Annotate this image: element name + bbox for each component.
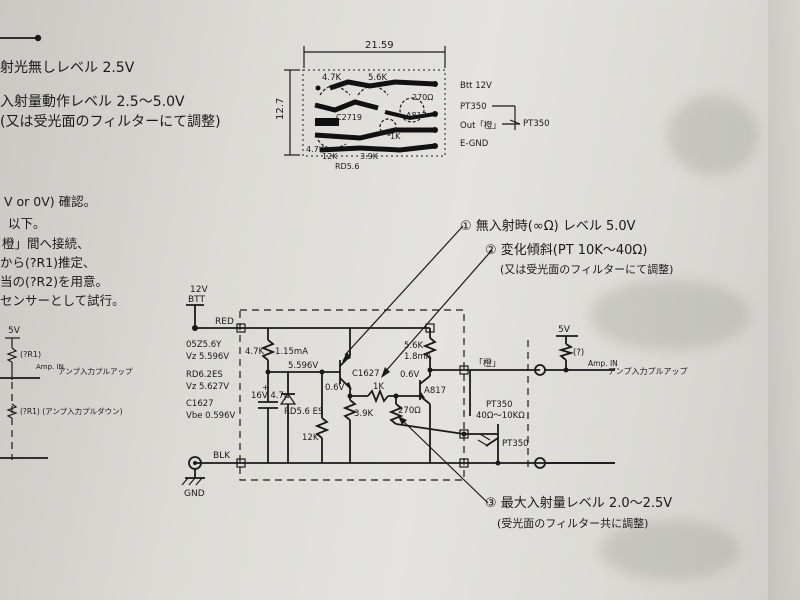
pt350-range: 40Ω～10KΩ: [476, 411, 525, 421]
pcb-height-label: 12.7: [275, 98, 286, 120]
page-edge-shadow: [768, 0, 800, 600]
smudge-mark: [590, 280, 750, 350]
pcb-part-270: 270Ω: [412, 93, 433, 102]
pcb-pin-egnd: E-GND: [460, 139, 489, 149]
pcb-part-5.6k: 5.6K: [368, 73, 388, 83]
left-r1-down: (?R1) (アンプ入力プルダウン): [20, 406, 123, 416]
pcb-width-label: 21.59: [365, 40, 394, 51]
pt350-label: PT350: [486, 400, 513, 410]
pt350-symbol-label: PT350: [502, 439, 529, 449]
annotation-2-sub: (又は受光面のフィルターにて調整): [500, 262, 673, 276]
annotation-2: ② 変化傾斜(PT 10K～40Ω): [485, 242, 647, 258]
v-5.596: 5.596V: [288, 361, 318, 371]
spec-rd62: RD6.2ES: [186, 370, 223, 380]
r-3.9k-label: 3.9K: [354, 409, 374, 419]
btt-12v: 12V: [190, 285, 208, 295]
r-5.6k-label: 5.6K: [404, 341, 424, 351]
v-0.6b: 0.6V: [400, 370, 420, 380]
r-270-label: 270Ω: [398, 406, 421, 416]
spec-vz1: Vz 5.596V: [186, 352, 229, 362]
zener-label: RD5.6 ES: [284, 407, 323, 417]
r-4.7k-label: 4.7K: [245, 347, 265, 357]
btt-label: BTT: [188, 295, 206, 305]
orange-wire-label: 「橙」: [474, 357, 501, 369]
annotation-3: ③ 最大入射量レベル 2.0～2.5V: [485, 495, 672, 511]
pcb-part-1k: 1K: [390, 132, 401, 141]
red-wire-label: RED: [215, 317, 234, 327]
note-line-7: から(?R1)推定、: [0, 255, 96, 270]
note-line-6: 橙」間へ接続、: [2, 236, 90, 251]
pcb-part-3.9k: 3.9K: [360, 152, 379, 161]
pcb-pin-btt: Btt 12V: [460, 81, 492, 91]
left-r1-label: (?R1): [20, 350, 41, 359]
note-line-5: 以下。: [8, 216, 46, 231]
r-12k-label: 12K: [302, 433, 319, 443]
note-line-9: センサーとして試行。: [0, 293, 125, 308]
cap-plus: +: [262, 383, 269, 392]
pcb-part-4.7k: 4.7K: [322, 73, 342, 83]
blk-wire-label: BLK: [213, 451, 231, 461]
pcb-part-rd5.6: RD5.6: [335, 162, 359, 171]
v-0.6a: 0.6V: [325, 383, 345, 393]
pcb-sensor: PT350: [523, 119, 550, 129]
pcb-pin-out: Out「橙」: [460, 120, 501, 131]
right-amp-in: Amp. IN: [588, 359, 618, 368]
spec-vbe: Vbe 0.596V: [186, 411, 235, 421]
pcb-part-c2719: C2719: [336, 113, 362, 122]
spec-vz2: Vz 5.627V: [186, 382, 229, 392]
spec-05z: 05Z5.6Y: [186, 340, 222, 350]
gnd-label: GND: [184, 489, 205, 499]
note-line-8: 当の(?R2)を用意。: [0, 274, 108, 289]
left-amp-pullup: アンプ入力プルアップ: [58, 366, 133, 376]
note-line-3: (又は受光面のフィルターにて調整): [0, 114, 221, 130]
smudge-mark: [600, 520, 740, 580]
q2-label: A817: [424, 386, 446, 396]
pcb-part-4.7k-b: 4.7K: [306, 145, 325, 154]
pcb-part-a817: A817: [406, 111, 427, 120]
current-1.8ma: 1.8mA: [404, 352, 432, 362]
current-1.15ma: 1.15mA: [275, 347, 308, 357]
right-r-unknown: (?): [573, 348, 584, 358]
q1-label: C1627: [352, 369, 380, 379]
annotation-1: ① 無入射時(∞Ω) レベル 5.0V: [460, 218, 636, 234]
right-5v-label: 5V: [558, 325, 571, 335]
cap-label-1: 16V 4.7μ: [251, 391, 290, 401]
pcb-pin-pt350: PT350: [460, 102, 487, 112]
note-line-1: 射光無しレベル 2.5V: [0, 60, 135, 76]
left-5v-label: 5V: [8, 326, 21, 336]
left-amp-in: Amp. IN: [36, 363, 64, 371]
annotation-3-sub: (受光面のフィルター共に調整): [497, 516, 648, 530]
r-1k-label: 1K: [373, 382, 384, 392]
pcb-part-12k: 12K: [322, 152, 338, 161]
note-line-2: 入射量動作レベル 2.5～5.0V: [0, 94, 185, 110]
pcb-layout: 21.59 12.7 4.7K 5.6K 270Ω C2719 A817 1K …: [275, 40, 550, 171]
spec-c1627: C1627: [186, 399, 214, 409]
main-schematic: 12V BTT RED BLK GND 05Z5.6Y Vz 5.596V RD…: [181, 285, 687, 499]
note-line-4: V or 0V) 確認。: [4, 194, 96, 209]
right-amp-pullup: アンプ入力プルアップ: [608, 366, 687, 376]
smudge-mark: [668, 95, 758, 175]
